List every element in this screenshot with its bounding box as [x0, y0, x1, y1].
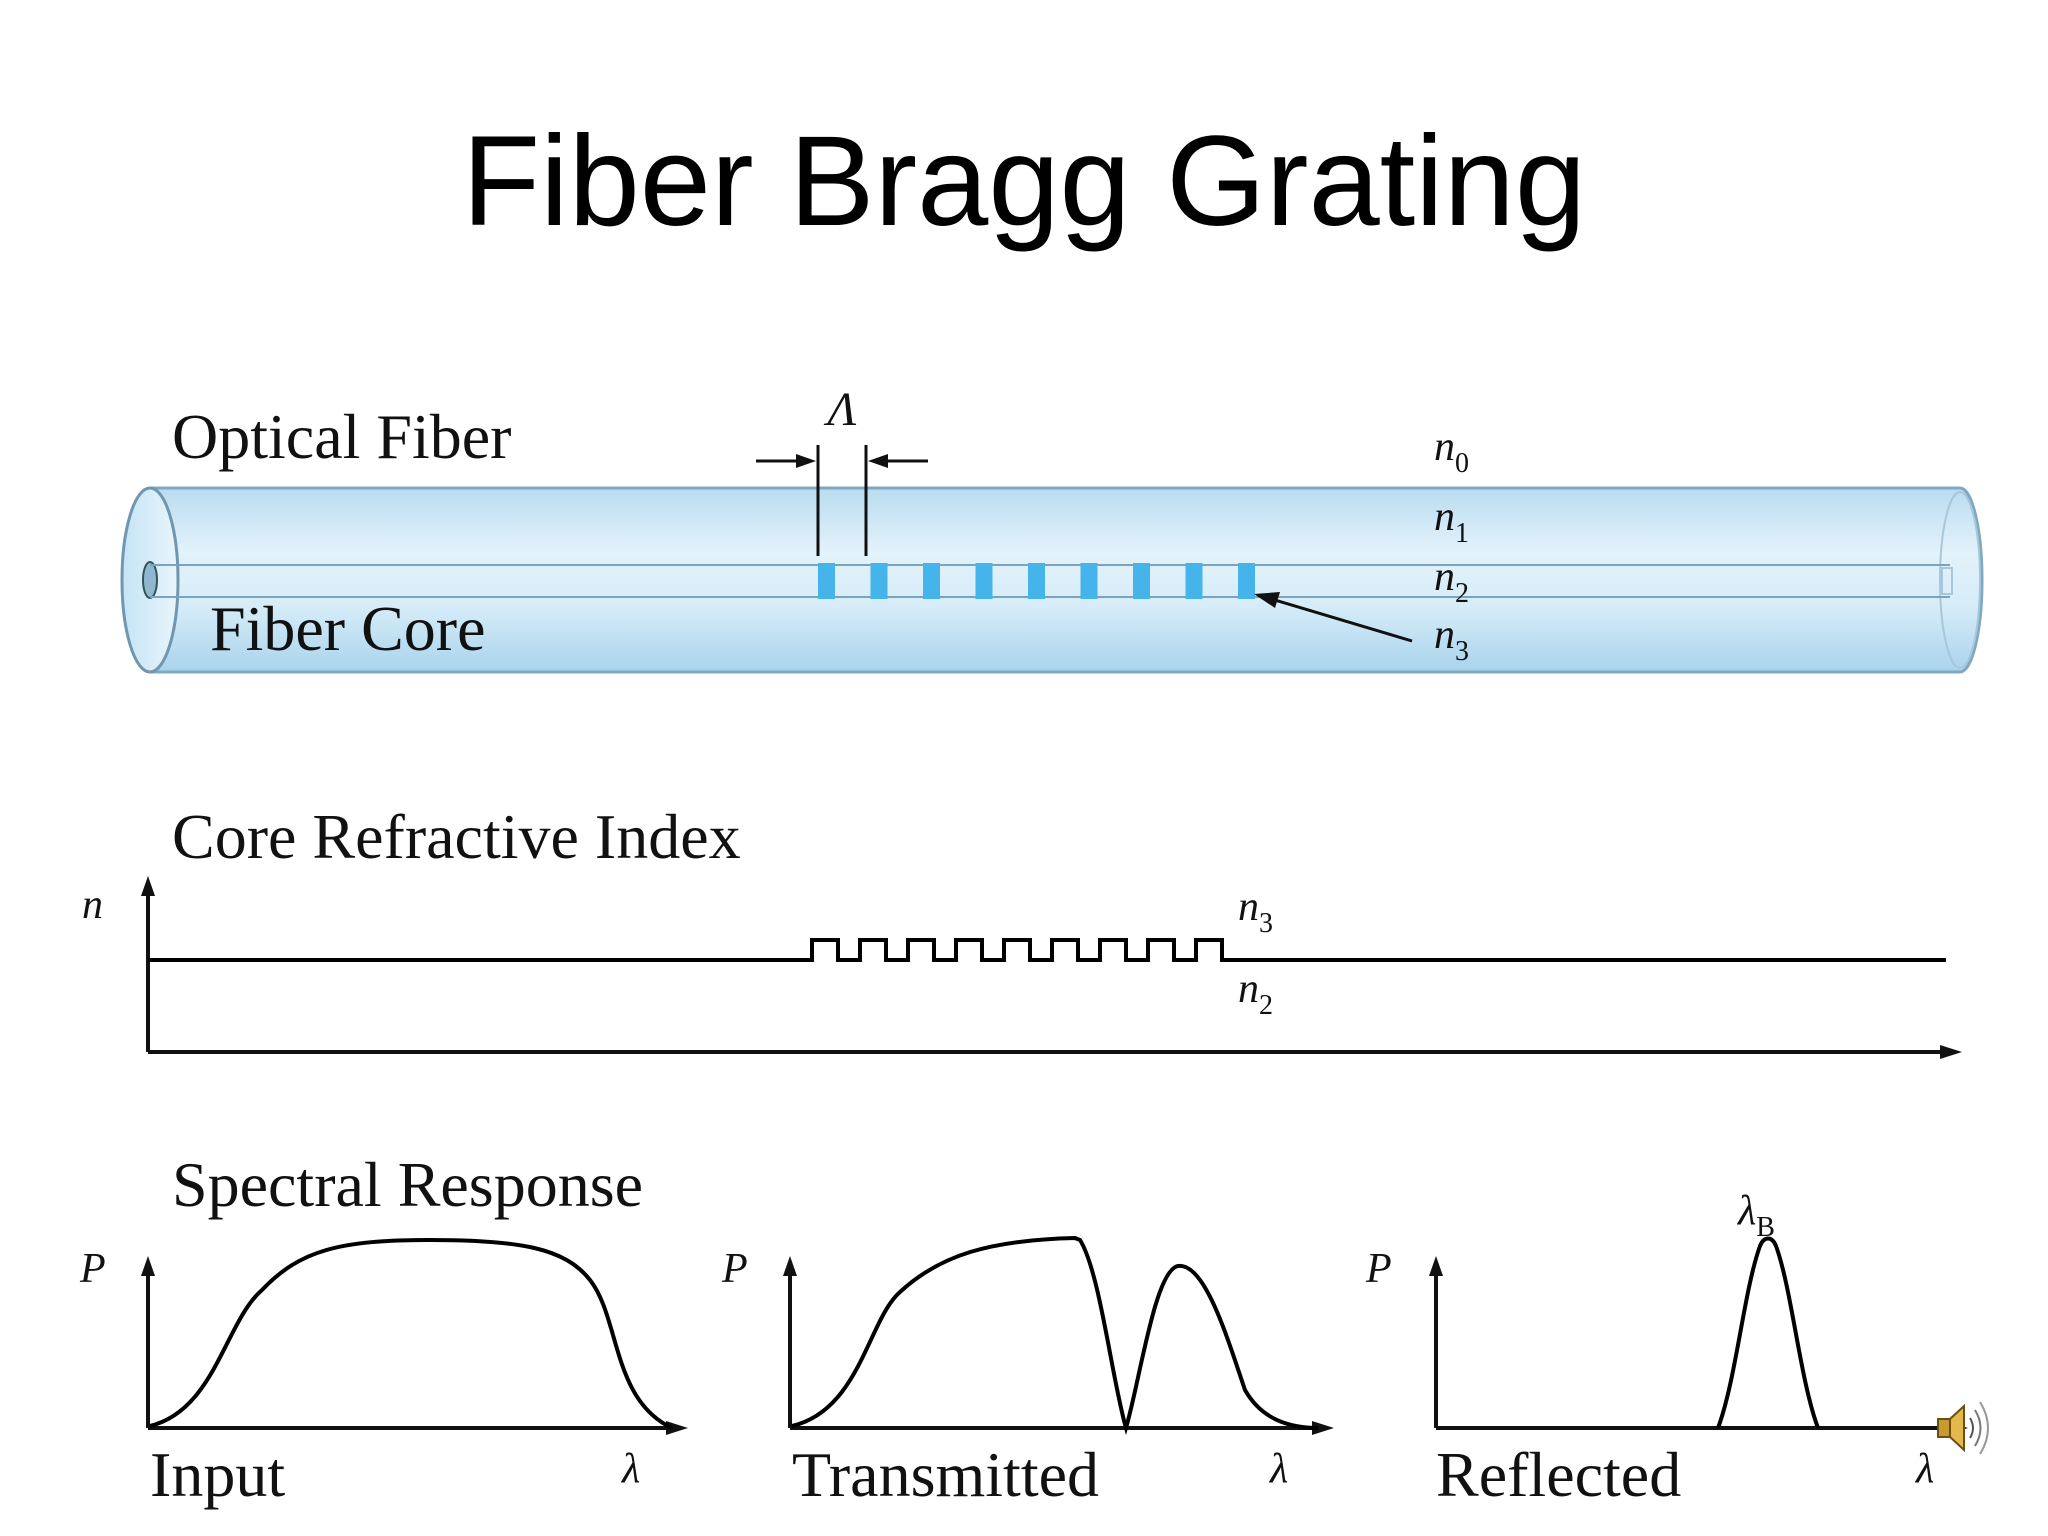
ri-label-low: n2	[1238, 966, 1273, 1021]
period-arrowhead-right	[868, 454, 888, 468]
grating-line	[870, 563, 888, 599]
input-y-label: P	[79, 1246, 106, 1292]
grating-line	[1133, 563, 1150, 599]
spectral-panel-reflected: P Reflected λ λB	[1365, 1188, 1968, 1510]
ri-x-axis-arrowhead	[1940, 1045, 1962, 1059]
reflected-peak-curve	[1716, 1236, 1820, 1429]
fiber-core-right-stub	[1941, 567, 1953, 595]
transmitted-x-axis-arrowhead	[1312, 1421, 1334, 1435]
heading-core-refractive-index: Core Refractive Index	[172, 801, 741, 872]
label-optical-fiber: Optical Fiber	[172, 401, 511, 472]
input-x-axis-arrowhead	[666, 1421, 688, 1435]
ri-label-high: n3	[1238, 884, 1273, 939]
grating-line	[1028, 563, 1045, 599]
input-y-axis-arrowhead	[141, 1256, 155, 1276]
input-label: Input	[150, 1439, 285, 1510]
slide-title: Fiber Bragg Grating	[461, 110, 1587, 253]
input-x-label: λ	[620, 1446, 640, 1492]
optical-fiber: Λ Optical Fiber Fiber Core n0 n1 n2 n3	[120, 383, 1984, 674]
index-label-n1: n1	[1434, 494, 1469, 549]
grating-line	[975, 563, 993, 599]
refractive-index-plot: Core Refractive Index n n3 n2	[82, 801, 1962, 1059]
index-label-n3: n3	[1434, 612, 1469, 667]
ri-y-label: n	[82, 882, 103, 928]
input-spectrum-curve	[149, 1237, 673, 1430]
speaker-icon[interactable]	[1937, 1401, 1989, 1455]
grating-line	[923, 563, 940, 599]
period-symbol: Λ	[824, 383, 857, 436]
fiber-left-core-face	[142, 561, 158, 599]
transmitted-label: Transmitted	[792, 1439, 1099, 1510]
reflected-x-label: λ	[1914, 1446, 1934, 1492]
transmitted-y-axis-arrowhead	[783, 1256, 797, 1276]
grating-pointer-arrow	[1267, 596, 1413, 643]
grating-line	[1080, 563, 1098, 599]
grating-line	[818, 563, 835, 599]
index-label-n2: n2	[1434, 554, 1469, 609]
label-fiber-core: Fiber Core	[210, 593, 486, 664]
transmitted-y-label: P	[721, 1246, 748, 1292]
grating-lines	[818, 563, 1255, 599]
ri-index-profile	[148, 938, 1946, 962]
grating-line	[1185, 563, 1203, 599]
bragg-wavelength-label: λB	[1736, 1188, 1775, 1243]
spectral-panel-input: P Input λ	[79, 1237, 688, 1510]
spectral-response: Spectral Response P Input λ P Transmitte…	[79, 1149, 1968, 1510]
reflected-y-axis-arrowhead	[1429, 1256, 1443, 1276]
spectral-panel-transmitted: P Transmitted λ	[721, 1235, 1334, 1510]
transmitted-spectrum-curve	[791, 1235, 1319, 1436]
index-label-n0: n0	[1434, 424, 1469, 479]
reflected-y-label: P	[1365, 1246, 1392, 1292]
ri-y-axis-arrowhead	[141, 876, 155, 896]
period-arrowhead-left	[796, 454, 816, 468]
fiber-right-end-outline	[1939, 491, 1981, 669]
heading-spectral-response: Spectral Response	[172, 1149, 643, 1220]
grating-line	[1238, 563, 1255, 599]
grating-pointer-arrowhead	[1254, 592, 1280, 608]
reflected-label: Reflected	[1436, 1439, 1681, 1510]
transmitted-x-label: λ	[1268, 1446, 1288, 1492]
